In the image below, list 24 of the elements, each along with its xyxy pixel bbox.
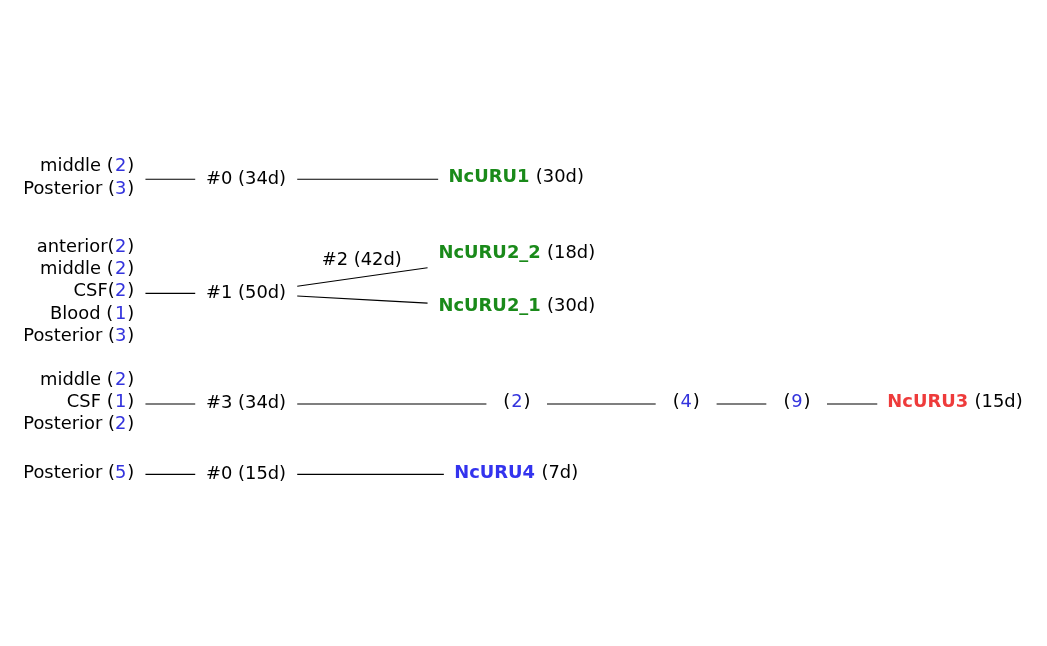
node-text: (4)	[672, 389, 700, 411]
connector	[144, 292, 196, 294]
node-text: (9)	[783, 389, 811, 411]
node-text: #0 (34d)	[206, 166, 287, 188]
node-text: #3 (34d)	[206, 390, 287, 412]
connector	[296, 266, 429, 287]
node-text: #1 (50d)	[206, 280, 287, 302]
node-text: Posterior (5)	[23, 460, 135, 482]
node-text: NcURU1 (30d)	[448, 164, 584, 186]
node-text: NcURU2_2 (18d)	[438, 240, 596, 262]
node-text: middle (2) Posterior (3)	[23, 153, 135, 198]
connector	[296, 178, 439, 180]
node-text: NcURU2_1 (30d)	[438, 293, 596, 315]
node-text: #0 (15d)	[206, 461, 287, 483]
connector	[144, 473, 196, 475]
connector	[296, 294, 429, 304]
node-text: anterior(2) middle (2) CSF(2) Blood (1) Posterior (3)	[23, 234, 135, 345]
connector	[144, 178, 196, 180]
connector	[296, 473, 445, 475]
node-text: NcURU4 (7d)	[454, 460, 579, 482]
node-text: (2)	[503, 389, 531, 411]
node-text: middle (2) CSF (1) Posterior (2)	[23, 367, 135, 433]
node-text: NcURU3 (15d)	[887, 389, 1023, 411]
edge-label: #2 (42d)	[321, 247, 402, 269]
